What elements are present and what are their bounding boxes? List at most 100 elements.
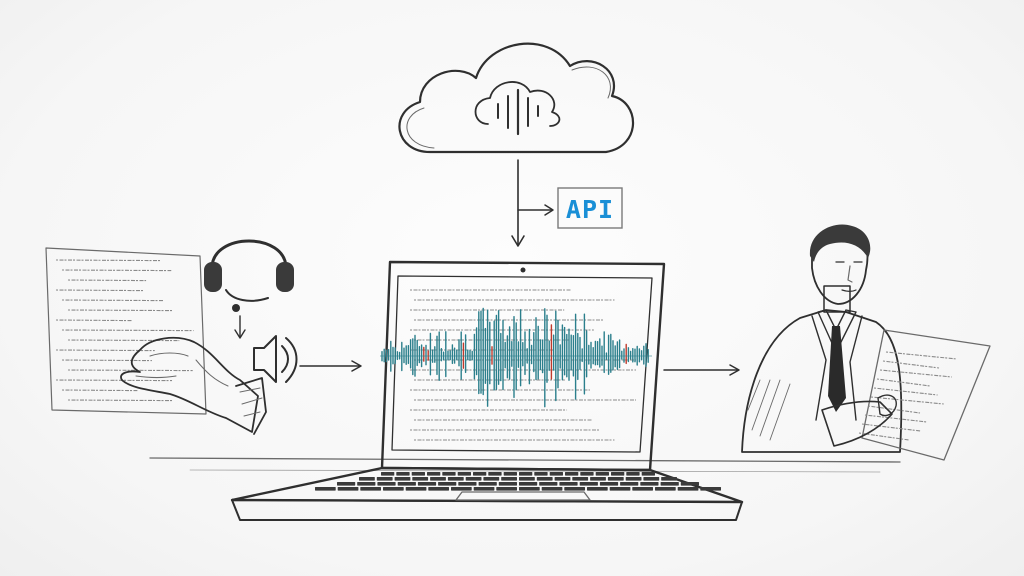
paper-text-line: [870, 396, 944, 405]
keyboard-key: [599, 482, 619, 486]
code-line: [55, 259, 161, 262]
keyboard-key: [457, 472, 471, 476]
paper-text-line: [864, 414, 927, 423]
keyboard-key: [626, 472, 640, 476]
keyboard-key: [337, 482, 356, 486]
keyboard-key: [640, 482, 659, 486]
keyboard-key: [580, 472, 594, 476]
keyboard-key: [590, 477, 606, 481]
cloud-to-laptop-arrow: [511, 159, 554, 247]
keyboard-key: [620, 482, 639, 486]
keyboard-key: [677, 487, 699, 491]
keyboard-key: [501, 477, 517, 481]
code-line: [67, 339, 180, 342]
keyboard-key: [595, 472, 609, 476]
keyboard-key: [496, 487, 517, 491]
keyboard-key: [417, 482, 437, 486]
code-line: [67, 279, 147, 282]
paper-text-line: [882, 360, 940, 369]
keyboard-key: [554, 477, 571, 481]
keyboard-key: [473, 487, 495, 491]
keyboard-key: [564, 487, 585, 491]
keyboard-key: [411, 472, 425, 476]
keyboard-key: [680, 482, 699, 486]
keyboard-key: [541, 487, 563, 491]
keyboard-key: [438, 482, 457, 486]
keyboard-key: [488, 472, 502, 476]
keyboard-key: [478, 482, 497, 486]
keyboard-key: [376, 477, 393, 481]
input-arrow: [299, 360, 362, 372]
keyboard-key: [458, 482, 477, 486]
keyboard-key: [519, 477, 535, 481]
keyboard-key: [565, 472, 579, 476]
keyboard-key: [405, 487, 427, 491]
keyboard-key: [559, 482, 578, 486]
keyboard-key: [655, 487, 676, 491]
keyboard-key: [660, 482, 679, 486]
keyboard-key: [611, 472, 625, 476]
keyboard-key: [587, 487, 608, 491]
laptop-keyboard: [315, 472, 721, 491]
paper-text-line: [861, 423, 921, 432]
paper-text-line: [885, 351, 957, 360]
keyboard-key: [359, 477, 375, 481]
keyboard-key: [360, 487, 381, 491]
keyboard-key: [519, 472, 533, 476]
paper-text-line: [876, 378, 931, 387]
keyboard-key: [357, 482, 376, 486]
laptop-icon: [230, 260, 744, 521]
headset-icon: [204, 239, 294, 339]
code-line: [61, 389, 138, 392]
keyboard-key: [396, 472, 410, 476]
keyboard-key: [549, 472, 563, 476]
person-icon: [741, 224, 991, 461]
keyboard-key: [641, 472, 655, 476]
keyboard-key: [519, 482, 538, 486]
api-badge: API: [557, 187, 623, 229]
code-line: [67, 309, 174, 312]
keyboard-key: [661, 477, 677, 481]
keyboard-key: [536, 477, 553, 481]
keyboard-key: [430, 477, 446, 481]
code-line: [67, 369, 193, 372]
keyboard-key: [315, 487, 336, 491]
keyboard-key: [394, 477, 411, 481]
paper-text-line: [879, 369, 952, 378]
keyboard-key: [337, 487, 359, 491]
speaker-icon: [253, 335, 298, 383]
paper-text-line: [873, 387, 938, 396]
code-line: [55, 379, 173, 382]
keyboard-key: [609, 487, 631, 491]
keyboard-key: [442, 472, 456, 476]
keyboard-key: [498, 482, 517, 486]
keyboard-key: [519, 487, 540, 491]
keyboard-key: [381, 472, 395, 476]
keyboard-key: [700, 487, 721, 491]
keyboard-key: [539, 482, 558, 486]
keyboard-key: [397, 482, 416, 486]
api-label: API: [566, 195, 614, 224]
code-line: [61, 329, 194, 332]
code-line: [67, 399, 173, 402]
keyboard-key: [447, 477, 464, 481]
keyboard-key: [632, 487, 653, 491]
code-document: [45, 247, 207, 415]
keyboard-key: [625, 477, 642, 481]
hand-icon: [120, 336, 267, 435]
keyboard-key: [503, 472, 517, 476]
keyboard-key: [643, 477, 660, 481]
code-line: [55, 289, 144, 292]
keyboard-key: [377, 482, 396, 486]
keyboard-key: [427, 472, 441, 476]
keyboard-key: [473, 472, 487, 476]
code-line: [61, 269, 172, 272]
keyboard-key: [412, 477, 429, 481]
keyboard-key: [483, 477, 500, 481]
cloud-audio-icon: [398, 42, 635, 154]
code-line: [55, 319, 132, 322]
transcript-text: [410, 289, 636, 441]
output-arrow: [663, 364, 740, 376]
